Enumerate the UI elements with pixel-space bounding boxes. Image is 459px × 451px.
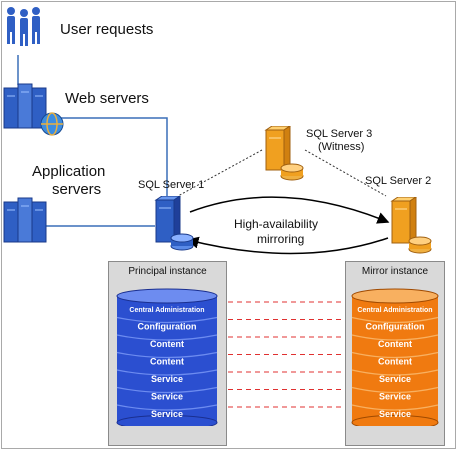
mirror-band-separator bbox=[351, 404, 439, 411]
mirror-database-label: Service bbox=[379, 392, 411, 402]
sql-server-3-icon bbox=[264, 126, 304, 181]
principal-cylinder-top bbox=[116, 288, 218, 304]
principal-database-label: Content bbox=[150, 357, 184, 367]
mirror-band-separator bbox=[351, 386, 439, 394]
mirroring-arrow-top bbox=[189, 196, 390, 224]
principal-database-label: Service bbox=[151, 392, 183, 402]
mirror-database-label: Central Administration bbox=[357, 307, 432, 314]
principal-database-label: Content bbox=[150, 339, 184, 349]
mirror-database-label: Content bbox=[378, 357, 412, 367]
principal-cylinder-bottom bbox=[116, 415, 218, 426]
app-servers-label-2: servers bbox=[52, 181, 102, 198]
mirror-band-separator bbox=[351, 316, 439, 324]
mirror-band-separator bbox=[351, 334, 439, 341]
principal-band-separator bbox=[116, 316, 218, 324]
app-servers-label-1: Application bbox=[32, 163, 106, 180]
principal-band-separator bbox=[116, 334, 218, 341]
mirror-database-label: Service bbox=[379, 409, 411, 419]
principal-database-label: Configuration bbox=[138, 322, 197, 332]
sql-server-2-icon bbox=[390, 197, 432, 254]
mirror-instance-title: Mirror instance bbox=[361, 266, 429, 277]
sql-server-1-icon bbox=[154, 196, 194, 251]
principal-instance-title: Principal instance bbox=[128, 266, 207, 277]
user-requests-label: User requests bbox=[60, 21, 154, 38]
web-servers-label: Web servers bbox=[65, 90, 149, 107]
principal-band-separator bbox=[116, 369, 218, 376]
mirror-cylinder-top bbox=[351, 288, 439, 304]
mirroring-label-2: mirroring bbox=[257, 232, 305, 246]
link-witness-sql2 bbox=[304, 149, 387, 197]
mirror-cylinder-bottom bbox=[351, 415, 439, 426]
principal-band-separator bbox=[116, 351, 218, 359]
principal-band-separator bbox=[116, 404, 218, 411]
mirror-band-separator bbox=[351, 369, 439, 376]
mirror-database-stack: Central AdministrationConfigurationConte… bbox=[351, 288, 439, 426]
mirror-cylinder-body bbox=[352, 296, 438, 423]
mirror-database-label: Content bbox=[378, 339, 412, 349]
mirroring-label-1: High-availability bbox=[234, 217, 319, 231]
sql-server-1-label: SQL Server 1 bbox=[138, 179, 205, 191]
principal-cylinder-body bbox=[117, 296, 217, 423]
principal-database-label: Service bbox=[151, 409, 183, 419]
sync-lines bbox=[228, 301, 344, 408]
link-web-app bbox=[58, 117, 168, 200]
sql-server-3-label: SQL Server 3 bbox=[306, 128, 373, 140]
mirror-band-separator bbox=[351, 351, 439, 359]
mirror-database-label: Service bbox=[379, 374, 411, 384]
principal-database-label: Service bbox=[151, 374, 183, 384]
principal-band-separator bbox=[116, 386, 218, 394]
sql-server-2-label: SQL Server 2 bbox=[365, 175, 432, 187]
users-icon bbox=[7, 7, 40, 46]
web-server-icon bbox=[3, 83, 64, 136]
mirror-database-label: Configuration bbox=[366, 322, 425, 332]
principal-database-label: Central Administration bbox=[129, 307, 204, 314]
mirroring-arrow-bottom bbox=[186, 236, 389, 255]
app-server-icon bbox=[3, 197, 47, 243]
principal-database-stack: Central AdministrationConfigurationConte… bbox=[116, 288, 218, 426]
sql-server-3-witness-label: (Witness) bbox=[318, 141, 365, 153]
